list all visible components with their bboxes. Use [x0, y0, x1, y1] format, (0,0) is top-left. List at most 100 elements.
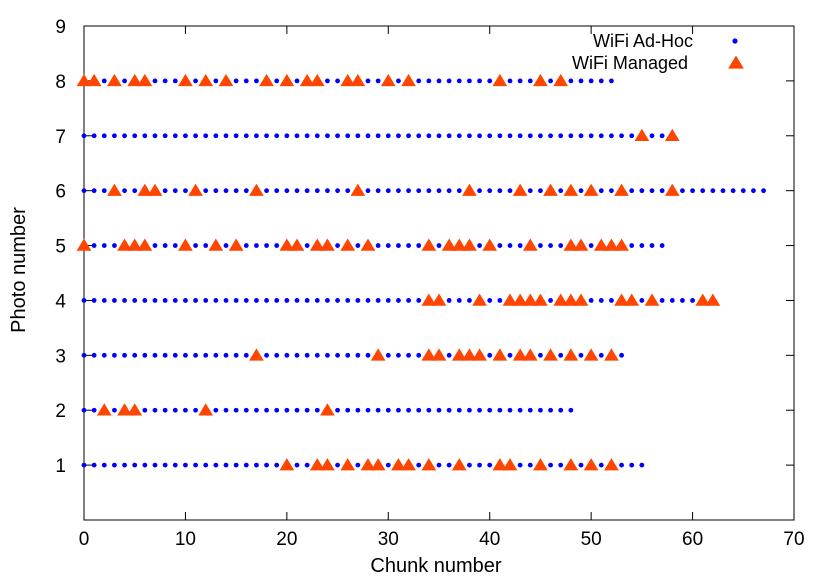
- adhoc-point: [284, 298, 290, 303]
- adhoc-point: [335, 407, 340, 413]
- adhoc-point: [203, 243, 209, 248]
- adhoc-point: [112, 133, 117, 139]
- adhoc-point: [487, 462, 493, 468]
- adhoc-point: [629, 188, 635, 194]
- adhoc-point: [193, 78, 198, 84]
- adhoc-point: [335, 462, 340, 468]
- managed-point: [279, 73, 295, 87]
- adhoc-point: [598, 462, 604, 468]
- managed-point: [198, 73, 214, 87]
- adhoc-point: [254, 133, 259, 139]
- x-tick-label: 60: [682, 529, 703, 550]
- adhoc-point: [294, 188, 300, 194]
- managed-point: [604, 458, 619, 471]
- adhoc-point: [274, 352, 280, 358]
- adhoc-point: [193, 462, 198, 468]
- managed-point: [451, 348, 467, 361]
- adhoc-point: [456, 78, 462, 84]
- adhoc-point: [538, 352, 543, 358]
- managed-point: [583, 348, 599, 361]
- adhoc-point: [162, 407, 168, 413]
- adhoc-point: [527, 407, 533, 413]
- adhoc-point: [517, 407, 523, 413]
- managed-point: [117, 238, 132, 251]
- adhoc-point: [122, 78, 127, 84]
- adhoc-point: [81, 188, 87, 194]
- adhoc-point: [254, 462, 259, 468]
- adhoc-point: [264, 188, 269, 194]
- adhoc-point: [477, 243, 482, 248]
- adhoc-point: [456, 133, 462, 139]
- managed-point: [370, 458, 386, 471]
- managed-point: [299, 73, 315, 87]
- adhoc-point: [203, 298, 209, 303]
- managed-point: [421, 238, 437, 251]
- adhoc-point: [172, 243, 178, 248]
- adhoc-point: [416, 243, 422, 248]
- managed-point: [573, 293, 589, 306]
- adhoc-point: [487, 298, 493, 303]
- x-tick-label: 30: [378, 529, 399, 550]
- adhoc-point: [578, 133, 584, 139]
- adhoc-point: [152, 78, 158, 84]
- adhoc-point: [213, 133, 219, 139]
- managed-point: [472, 348, 487, 361]
- adhoc-point: [497, 407, 503, 413]
- adhoc-point: [700, 188, 706, 194]
- adhoc-point: [325, 298, 330, 303]
- managed-point: [462, 183, 477, 196]
- adhoc-point: [193, 407, 198, 413]
- adhoc-point: [172, 407, 178, 413]
- adhoc-point: [142, 462, 148, 468]
- adhoc-point: [538, 133, 543, 139]
- adhoc-point: [497, 188, 503, 194]
- adhoc-point: [264, 407, 269, 413]
- adhoc-point: [112, 352, 117, 358]
- adhoc-point: [203, 462, 209, 468]
- adhoc-point: [416, 133, 422, 139]
- adhoc-point: [690, 188, 695, 194]
- adhoc-point: [456, 188, 462, 194]
- adhoc-point: [507, 78, 513, 84]
- adhoc-point: [680, 298, 685, 303]
- adhoc-point: [406, 352, 411, 358]
- managed-point: [593, 238, 609, 251]
- adhoc-point: [101, 78, 107, 84]
- adhoc-point: [406, 298, 411, 303]
- adhoc-point: [497, 243, 503, 248]
- adhoc-point: [335, 243, 340, 248]
- adhoc-point: [507, 352, 513, 358]
- adhoc-point: [507, 188, 513, 194]
- adhoc-point: [81, 407, 87, 413]
- adhoc-point: [325, 352, 330, 358]
- adhoc-point: [568, 407, 574, 413]
- adhoc-point: [720, 188, 726, 194]
- adhoc-point: [142, 352, 148, 358]
- adhoc-point: [101, 188, 107, 194]
- managed-point: [309, 458, 325, 471]
- adhoc-point: [639, 462, 645, 468]
- managed-point: [279, 458, 295, 471]
- adhoc-point: [274, 188, 280, 194]
- managed-point: [360, 458, 376, 471]
- managed-point: [107, 73, 122, 87]
- adhoc-point: [294, 462, 300, 468]
- adhoc-point: [446, 133, 452, 139]
- adhoc-point: [314, 407, 320, 413]
- adhoc-point: [416, 298, 422, 303]
- adhoc-point: [487, 78, 493, 84]
- adhoc-point: [193, 352, 198, 358]
- adhoc-point: [254, 78, 259, 84]
- managed-point: [127, 73, 143, 87]
- adhoc-point: [304, 133, 310, 139]
- adhoc-point: [254, 298, 259, 303]
- managed-point: [522, 348, 538, 361]
- adhoc-point: [659, 188, 665, 194]
- managed-point: [462, 238, 477, 251]
- adhoc-point: [294, 78, 300, 84]
- adhoc-point: [609, 133, 614, 139]
- adhoc-point: [183, 298, 188, 303]
- adhoc-point: [142, 407, 148, 413]
- adhoc-point: [446, 298, 452, 303]
- adhoc-point: [558, 407, 564, 413]
